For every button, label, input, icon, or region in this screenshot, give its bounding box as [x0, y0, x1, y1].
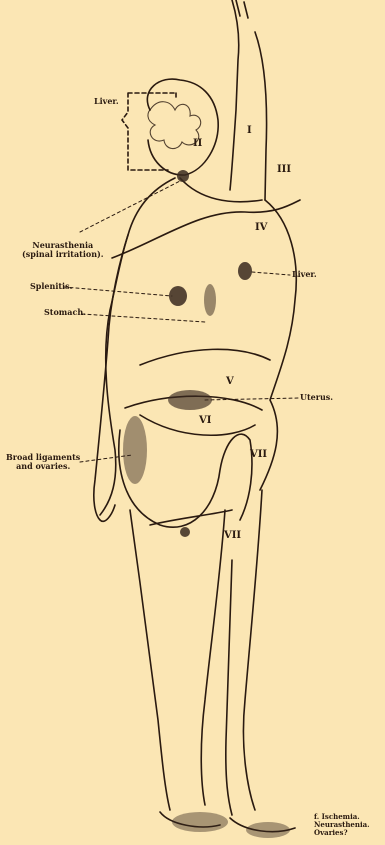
label-neurasthenia: Neurasthenia (spinal irritation). [22, 241, 104, 259]
zone-label-VI: VI [198, 415, 212, 426]
label-splenitis: Splenitis. [30, 282, 72, 291]
leader-uterus [205, 398, 298, 400]
zone-boundary-sacrum [140, 415, 255, 435]
hand-outline [236, 0, 248, 18]
foot-left-spot [172, 812, 228, 832]
stomach-spot [204, 284, 216, 316]
leader-stomach [82, 314, 205, 322]
leader-liver-right [252, 272, 290, 275]
raised-arm-outline [230, 0, 267, 200]
label-foot: f. Ischemia. Neurasthenia. Ovaries? [314, 813, 370, 837]
left-leg-outline [130, 510, 170, 810]
foot-right-spot [246, 822, 290, 838]
broad-ligament-spot [123, 416, 147, 484]
zone-label-VII-hip: VII [249, 449, 267, 460]
uterus-spot [168, 390, 212, 410]
head-zone-box [122, 93, 176, 170]
label-broad-ligaments: Broad ligaments and ovaries. [6, 453, 80, 471]
label-liver-head: Liver. [94, 97, 119, 106]
zone-label-IV: IV [255, 222, 268, 233]
zone-label-II: II [193, 138, 203, 149]
zone-boundary-waist [140, 349, 270, 365]
label-neurasthenia-line2: (spinal irritation). [22, 250, 104, 259]
center-leg-line [201, 510, 225, 805]
zone-label-I: I [247, 125, 252, 136]
zone-boundary-neck [180, 178, 262, 202]
inner-leg-line [226, 560, 232, 815]
label-broad-line2: and ovaries. [6, 462, 80, 471]
liver-spot [238, 262, 252, 280]
thigh-spot [180, 527, 190, 537]
zone-label-III: III [277, 164, 291, 175]
splenitis-spot [169, 286, 187, 306]
neck-spot [177, 170, 189, 182]
back-outline-right [260, 200, 296, 490]
label-liver-right: Liver. [292, 270, 317, 279]
label-foot-line3: Ovaries? [314, 829, 370, 837]
zone-label-V: V [225, 376, 234, 387]
label-uterus: Uterus. [300, 393, 333, 402]
right-leg-outline [243, 490, 262, 810]
zone-label-VII-thigh: VII [223, 530, 241, 541]
leader-splenitis [64, 287, 172, 296]
label-stomach: Stomach. [44, 308, 86, 317]
